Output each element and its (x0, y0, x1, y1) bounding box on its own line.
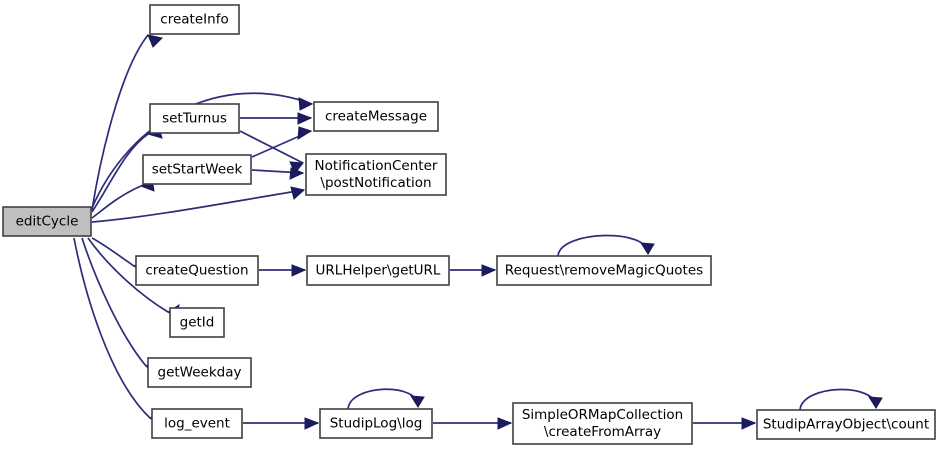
node-label: createInfo (160, 12, 228, 28)
node-createQuestion[interactable]: createQuestion (135, 255, 259, 286)
edge-setStartWeek-to-createMessage (251, 126, 313, 158)
node-box[interactable] (496, 255, 712, 286)
edge-line (799, 388, 877, 411)
edge-line (87, 237, 169, 313)
edge-setTurnus-to-createMessage (240, 112, 313, 125)
edge-studipLog-to-createFromArray (433, 417, 513, 430)
node-box[interactable] (151, 408, 243, 439)
edge-editCycle-to-notificationCenter (91, 186, 306, 223)
arrowhead-icon (481, 264, 497, 277)
node-label: getId (180, 315, 215, 331)
edge-log_event-to-studipLog (243, 417, 320, 430)
node-box[interactable] (306, 255, 450, 286)
edge-line (347, 388, 419, 410)
node-log_event[interactable]: log_event (151, 408, 243, 439)
edge-setTurnus-to-notificationCenter (239, 130, 304, 174)
node-box[interactable] (305, 153, 447, 196)
node-label: log_event (164, 416, 230, 432)
node-removeMagicQuotes[interactable]: Request\removeMagicQuotes (496, 255, 712, 286)
arrowhead-icon (410, 395, 425, 408)
node-label: getWeekday (158, 365, 242, 381)
edge-studipLog-to-studipLog (347, 388, 425, 410)
node-createMessage[interactable]: createMessage (313, 101, 439, 132)
node-editCycle[interactable]: editCycle (2, 206, 92, 237)
edge-createQuestion-to-getURL (259, 264, 307, 277)
node-box[interactable] (2, 206, 92, 237)
arrowhead-icon (304, 417, 320, 430)
node-box[interactable] (512, 402, 693, 445)
node-createFromArray[interactable]: SimpleORMapCollection\createFromArray (512, 402, 693, 445)
arrowhead-icon (297, 126, 313, 140)
node-box[interactable] (147, 357, 252, 388)
arrowhead-icon (640, 242, 655, 255)
arrowhead-icon (298, 97, 314, 111)
edge-getURL-to-removeMagicQuotes (450, 264, 497, 277)
edge-line (91, 237, 135, 267)
arrowhead-icon (289, 167, 305, 180)
node-createInfo[interactable]: createInfo (149, 4, 240, 35)
arrowhead-icon (291, 264, 307, 277)
edge-line (81, 237, 147, 367)
node-label: SimpleORMapCollection\createFromArray (522, 407, 683, 440)
node-box[interactable] (149, 103, 240, 134)
nodes-layer: editCycle createInfo createMessage setTurnu… (2, 4, 936, 445)
edge-line (91, 133, 149, 213)
node-label: setStartWeek (152, 162, 243, 178)
arrowhead-icon (290, 186, 306, 200)
edge-createFromArray-to-arrayCount (693, 417, 757, 430)
arrowhead-icon (147, 34, 164, 48)
node-setTurnus[interactable]: setTurnus (149, 103, 240, 134)
node-box[interactable] (319, 408, 433, 439)
node-getWeekday[interactable]: getWeekday (147, 357, 252, 388)
node-studipLog[interactable]: StudipLog\log (319, 408, 433, 439)
node-label: StudipArrayObject\count (763, 417, 929, 433)
arrowhead-icon (741, 417, 757, 430)
node-arrayCount[interactable]: StudipArrayObject\count (756, 409, 936, 440)
node-label: editCycle (16, 214, 79, 230)
edge-setStartWeek-to-notificationCenter (251, 167, 305, 180)
node-label: createMessage (325, 109, 427, 125)
edge-editCycle-to-createInfo (91, 34, 164, 211)
node-label: createQuestion (145, 263, 248, 279)
node-label: NotificationCenter\postNotification (315, 158, 438, 191)
arrowhead-icon (868, 396, 883, 409)
edge-removeMagicQuotes-to-removeMagicQuotes (557, 234, 655, 257)
node-box[interactable] (142, 154, 252, 185)
arrowhead-icon (289, 161, 304, 174)
arrowhead-icon (497, 417, 513, 430)
node-getId[interactable]: getId (169, 307, 225, 338)
edge-line (557, 234, 649, 257)
edge-line (73, 237, 151, 419)
node-box[interactable] (756, 409, 936, 440)
node-setStartWeek[interactable]: setStartWeek (142, 154, 252, 185)
node-box[interactable] (149, 4, 240, 35)
node-box[interactable] (313, 101, 439, 132)
edge-line (239, 130, 304, 164)
node-label: URLHelper\getURL (316, 263, 441, 279)
node-label: StudipLog\log (330, 416, 423, 432)
arrowhead-icon (297, 112, 313, 125)
edge-arrayCount-to-arrayCount (799, 388, 883, 411)
edge-line (91, 189, 305, 223)
node-label: setTurnus (162, 111, 227, 127)
node-label: Request\removeMagicQuotes (505, 263, 703, 279)
node-box[interactable] (169, 307, 225, 338)
node-getURL[interactable]: URLHelper\getURL (306, 255, 450, 286)
node-notificationCenter[interactable]: NotificationCenter\postNotification (305, 153, 447, 196)
node-box[interactable] (135, 255, 259, 286)
edge-line (91, 34, 149, 211)
edge-line (91, 185, 142, 219)
